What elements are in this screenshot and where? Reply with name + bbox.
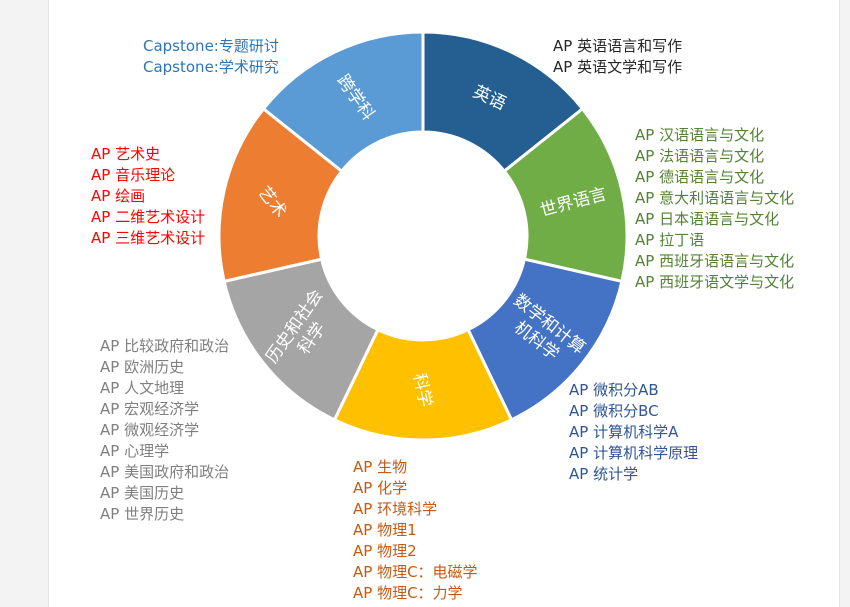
arts-course: AP 音乐理论 [91, 166, 176, 184]
capstone-course: Capstone:专题研讨 [143, 37, 279, 55]
arts-course-list: AP 艺术史 AP 音乐理论 AP 绘画 AP 二维艺术设计 AP 三维艺术设计 [91, 144, 205, 249]
donut-segment-capstone [261, 30, 425, 174]
math-cs-course: AP 计算机科学A [569, 423, 679, 441]
capstone-course: Capstone:学术研究 [143, 58, 279, 76]
science-course: AP 化学 [353, 479, 408, 497]
science-course: AP 物理1 [353, 521, 417, 539]
world-languages-course: AP 意大利语语言与文化 [635, 189, 795, 207]
world-languages-course: AP 德语语言与文化 [635, 168, 765, 186]
math-cs-course: AP 微积分AB [569, 381, 659, 399]
history-social-course: AP 人文地理 [100, 379, 185, 397]
arts-course: AP 二维艺术设计 [91, 208, 206, 226]
donut-segment-math-cs [466, 257, 624, 422]
world-languages-course: AP 日本语语言与文化 [635, 210, 780, 228]
science-course: AP 物理2 [353, 542, 417, 560]
english-course: AP 英语语言和写作 [553, 37, 683, 55]
history-social-course: AP 美国政府和政治 [100, 463, 230, 481]
math-cs-course: AP 微积分BC [569, 402, 659, 420]
science-course: AP 环境科学 [353, 500, 438, 518]
english-course: AP 英语文学和写作 [553, 58, 683, 76]
history-social-course: AP 欧洲历史 [100, 358, 185, 376]
donut-segment-english [421, 30, 585, 174]
donut-segment-arts [217, 106, 344, 284]
arts-course: AP 艺术史 [91, 145, 161, 163]
science-course-list: AP 生物 AP 化学 AP 环境科学 AP 物理1 AP 物理2 AP 物理C… [353, 457, 478, 604]
donut-segment-world-languages [502, 106, 629, 284]
science-course: AP 生物 [353, 458, 408, 476]
donut-segment-science [332, 327, 514, 442]
history-social-course: AP 心理学 [100, 442, 170, 460]
capstone-course-list: Capstone:专题研讨 Capstone:学术研究 [143, 36, 279, 78]
english-course-list: AP 英语语言和写作 AP 英语文学和写作 [553, 36, 682, 78]
science-course: AP 物理C：力学 [353, 584, 463, 602]
history-social-course: AP 微观经济学 [100, 421, 200, 439]
history-social-course-list: AP 比较政府和政治 AP 欧洲历史 AP 人文地理 AP 宏观经济学 AP 微… [100, 336, 229, 525]
math-cs-course: AP 统计学 [569, 465, 639, 483]
diagram-canvas: 英语世界语言数学和计算机科学科学历史和社会科学艺术跨学科 Capstone:专题… [48, 0, 840, 607]
history-social-course: AP 比较政府和政治 [100, 337, 230, 355]
history-social-course: AP 宏观经济学 [100, 400, 200, 418]
world-languages-course: AP 西班牙语文学与文化 [635, 273, 795, 291]
world-languages-course: AP 拉丁语 [635, 231, 705, 249]
history-social-course: AP 世界历史 [100, 505, 185, 523]
science-course: AP 物理C：电磁学 [353, 563, 478, 581]
world-languages-course: AP 汉语语言与文化 [635, 126, 765, 144]
world-languages-course: AP 西班牙语语言与文化 [635, 252, 795, 270]
donut-segment-history-social [222, 257, 380, 422]
history-social-course: AP 美国历史 [100, 484, 185, 502]
world-languages-course-list: AP 汉语语言与文化 AP 法语语言与文化 AP 德语语言与文化 AP 意大利语… [635, 125, 794, 293]
arts-course: AP 绘画 [91, 187, 146, 205]
math-cs-course: AP 计算机科学原理 [569, 444, 699, 462]
arts-course: AP 三维艺术设计 [91, 229, 206, 247]
world-languages-course: AP 法语语言与文化 [635, 147, 765, 165]
math-cs-course-list: AP 微积分AB AP 微积分BC AP 计算机科学A AP 计算机科学原理 A… [569, 380, 698, 485]
